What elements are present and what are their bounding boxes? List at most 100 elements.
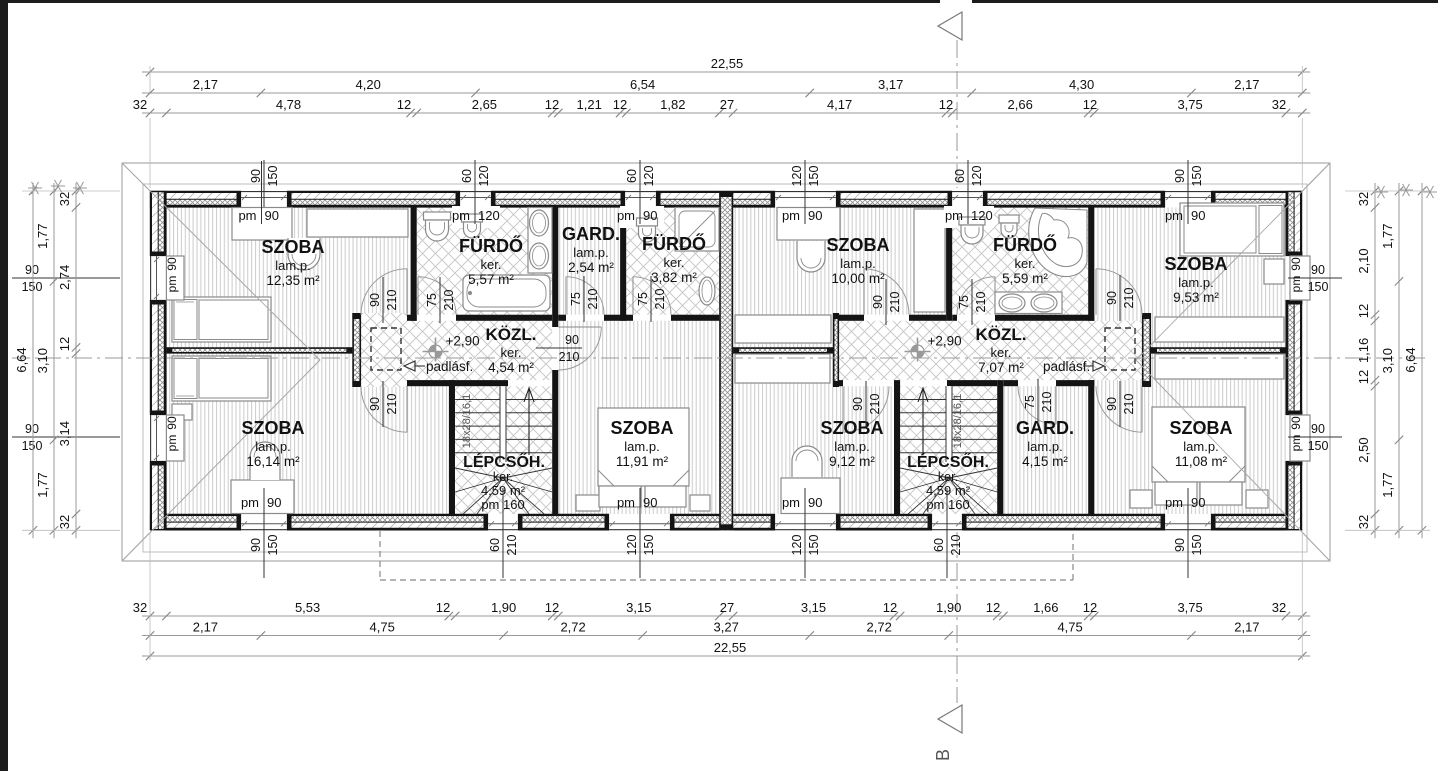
svg-text:90: 90 — [368, 397, 382, 411]
svg-text:5,57 m²: 5,57 m² — [468, 272, 514, 287]
svg-text:150: 150 — [1308, 439, 1329, 453]
svg-text:1,66: 1,66 — [1033, 600, 1058, 615]
svg-text:lam.p.: lam.p. — [1027, 439, 1062, 454]
svg-text:90: 90 — [1105, 397, 1119, 411]
svg-text:lam.p.: lam.p. — [624, 439, 659, 454]
svg-text:SZOBA: SZOBA — [611, 418, 674, 438]
svg-text:4,75: 4,75 — [1057, 620, 1082, 635]
svg-text:pm: pm — [1289, 276, 1303, 293]
svg-text:210: 210 — [1040, 392, 1054, 413]
svg-text:210: 210 — [949, 535, 963, 556]
svg-text:pm: pm — [165, 435, 179, 452]
svg-text:7,07 m²: 7,07 m² — [978, 360, 1024, 375]
svg-text:KÖZL.: KÖZL. — [486, 325, 537, 344]
svg-text:lam.p.: lam.p. — [573, 245, 608, 260]
svg-text:12: 12 — [1083, 600, 1097, 615]
svg-text:60: 60 — [488, 538, 502, 552]
svg-text:3,82 m²: 3,82 m² — [651, 270, 697, 285]
svg-text:2,17: 2,17 — [1234, 620, 1259, 635]
svg-text:210: 210 — [385, 394, 399, 415]
svg-text:16,14 m²: 16,14 m² — [246, 454, 300, 469]
svg-text:ker.: ker. — [991, 345, 1012, 360]
svg-text:12: 12 — [613, 97, 627, 112]
svg-text:2,50: 2,50 — [1356, 437, 1371, 462]
svg-text:2,66: 2,66 — [1008, 97, 1033, 112]
svg-text:90: 90 — [249, 538, 263, 552]
svg-text:12: 12 — [545, 600, 559, 615]
svg-text:210: 210 — [888, 292, 902, 313]
svg-text:90: 90 — [1105, 291, 1119, 305]
svg-text:12: 12 — [986, 600, 1000, 615]
svg-text:1,16: 1,16 — [1356, 338, 1371, 363]
svg-text:4,20: 4,20 — [356, 77, 381, 92]
svg-text:2,72: 2,72 — [867, 620, 892, 635]
svg-text:12: 12 — [545, 97, 559, 112]
svg-text:4,59 m²: 4,59 m² — [926, 483, 971, 498]
svg-text:SZOBA: SZOBA — [827, 235, 890, 255]
svg-text:12: 12 — [57, 337, 72, 351]
svg-text:9,12 m²: 9,12 m² — [829, 454, 875, 469]
svg-text:90: 90 — [1289, 416, 1303, 430]
svg-text:120: 120 — [625, 535, 639, 556]
svg-text:5,59 m²: 5,59 m² — [1002, 271, 1048, 286]
svg-text:FÜRDŐ: FÜRDŐ — [459, 235, 523, 256]
svg-text:75: 75 — [569, 292, 583, 306]
svg-text:210: 210 — [559, 350, 580, 364]
svg-text:pm: pm — [782, 208, 800, 223]
svg-text:18x28/16,1: 18x28/16,1 — [461, 394, 473, 448]
svg-text:padlásf.: padlásf. — [1043, 359, 1090, 374]
svg-text:+2,90: +2,90 — [446, 334, 480, 349]
svg-text:GARD.: GARD. — [1016, 418, 1074, 438]
svg-text:22,55: 22,55 — [711, 56, 744, 71]
svg-text:LÉPCSŐH.: LÉPCSŐH. — [463, 452, 545, 471]
svg-text:120: 120 — [790, 535, 804, 556]
svg-text:SZOBA: SZOBA — [1165, 254, 1228, 274]
svg-text:ker.: ker. — [493, 470, 513, 484]
svg-text:120: 120 — [642, 166, 656, 187]
svg-text:210: 210 — [586, 289, 600, 310]
svg-text:60: 60 — [625, 169, 639, 183]
svg-text:10,00 m²: 10,00 m² — [831, 271, 885, 286]
svg-text:4,15 m²: 4,15 m² — [1022, 454, 1068, 469]
svg-text:2,17: 2,17 — [1234, 77, 1259, 92]
svg-text:4,17: 4,17 — [827, 97, 852, 112]
svg-text:+2,90: +2,90 — [928, 334, 962, 349]
svg-text:150: 150 — [1190, 535, 1204, 556]
svg-text:90: 90 — [265, 208, 279, 223]
svg-text:90: 90 — [1173, 169, 1187, 183]
svg-text:2,10: 2,10 — [1356, 248, 1371, 273]
svg-text:22,55: 22,55 — [714, 640, 747, 655]
svg-text:pm: pm — [1165, 208, 1183, 223]
svg-text:60: 60 — [932, 538, 946, 552]
svg-text:1,77: 1,77 — [35, 472, 50, 497]
svg-text:90: 90 — [871, 295, 885, 309]
svg-text:3,15: 3,15 — [801, 600, 826, 615]
svg-text:11,91 m²: 11,91 m² — [616, 454, 669, 469]
svg-text:150: 150 — [22, 439, 43, 453]
svg-text:SZOBA: SZOBA — [1170, 418, 1233, 438]
svg-text:90: 90 — [565, 333, 579, 347]
svg-text:lam.p.: lam.p. — [255, 439, 290, 454]
svg-text:FÜRDŐ: FÜRDŐ — [642, 233, 706, 254]
svg-text:ker.: ker. — [501, 345, 522, 360]
svg-text:150: 150 — [22, 280, 43, 294]
svg-text:210: 210 — [868, 394, 882, 415]
svg-text:120: 120 — [790, 166, 804, 187]
svg-text:2,17: 2,17 — [193, 620, 218, 635]
svg-text:210: 210 — [442, 290, 456, 311]
svg-text:90: 90 — [1311, 422, 1325, 436]
svg-text:210: 210 — [974, 292, 988, 313]
svg-text:32: 32 — [1356, 192, 1371, 206]
svg-text:4,75: 4,75 — [370, 620, 395, 635]
svg-text:2,54 m²: 2,54 m² — [568, 260, 614, 275]
svg-text:SZOBA: SZOBA — [262, 237, 325, 257]
svg-text:3,75: 3,75 — [1177, 97, 1202, 112]
svg-text:210: 210 — [653, 289, 667, 310]
svg-text:90: 90 — [1191, 208, 1205, 223]
svg-text:12: 12 — [397, 97, 411, 112]
svg-text:lam.p.: lam.p. — [840, 256, 875, 271]
svg-text:12: 12 — [1356, 370, 1371, 384]
svg-text:120: 120 — [970, 166, 984, 187]
svg-text:6,64: 6,64 — [14, 347, 29, 372]
svg-text:120: 120 — [971, 208, 993, 223]
